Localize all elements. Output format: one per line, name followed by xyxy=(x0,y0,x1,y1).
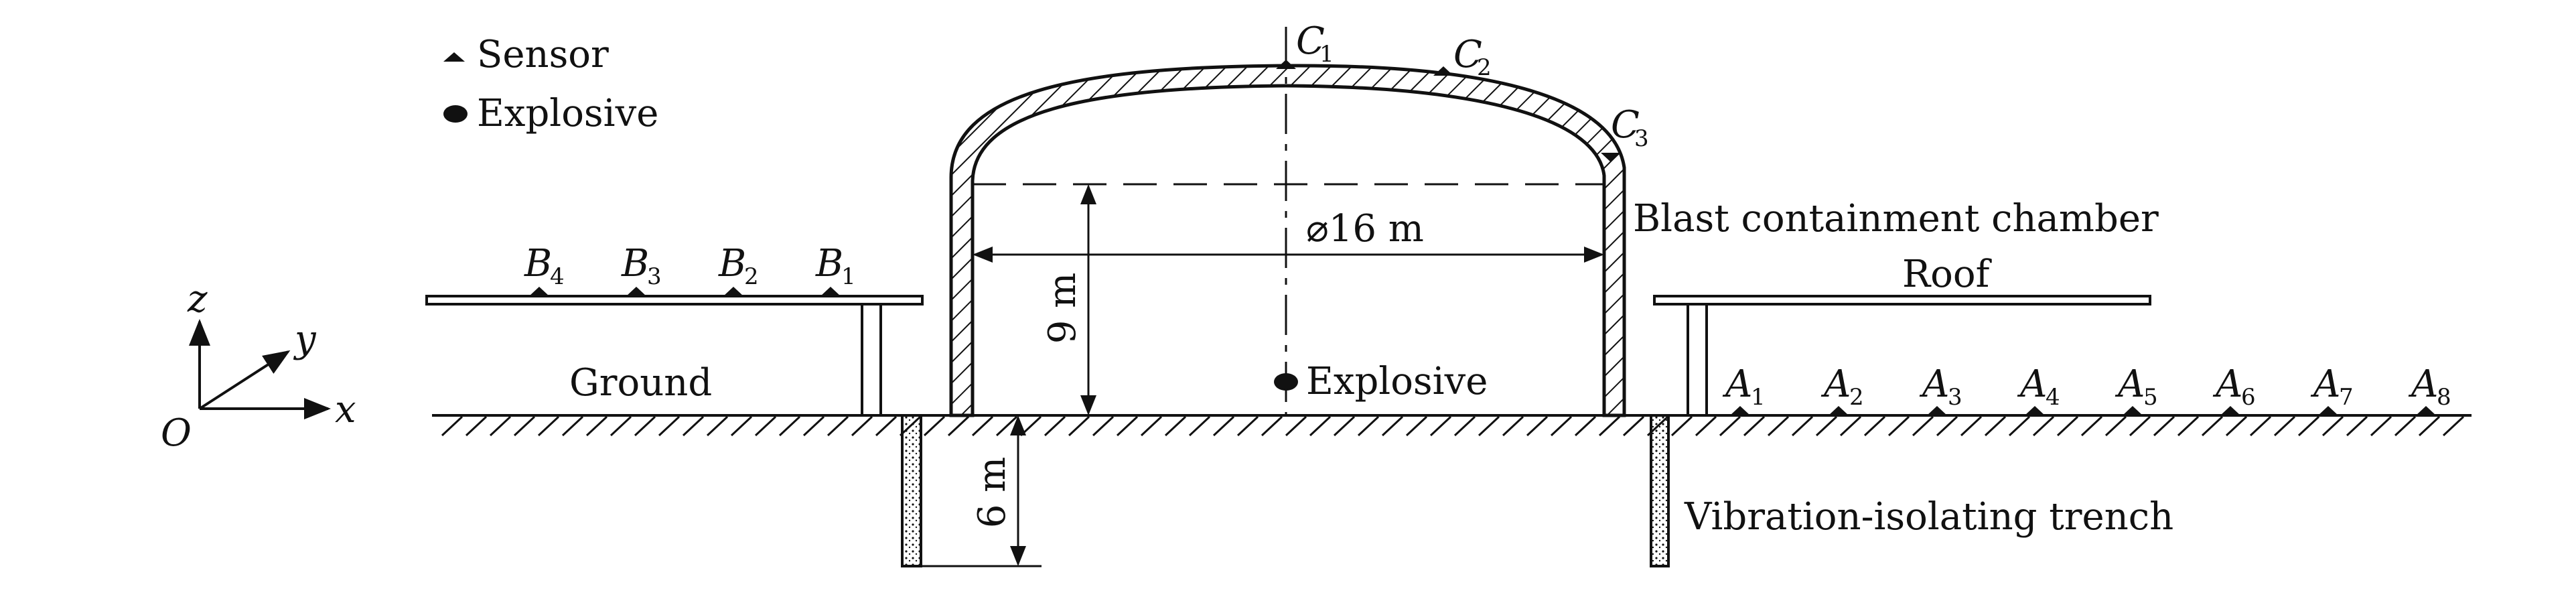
sensor-B3-label-subscript: 3 xyxy=(647,263,662,290)
height-label: 9 m xyxy=(1041,273,1084,344)
sensor-A8-marker xyxy=(2416,406,2436,415)
svg-text:1: 1 xyxy=(1319,41,1334,68)
sensor-A3-label: A xyxy=(1919,362,1949,406)
sensor-B1-label-subscript: 1 xyxy=(841,263,856,290)
label-C3: C 3 xyxy=(1611,103,1649,152)
trench-label: Vibration-isolating trench xyxy=(1684,495,2173,539)
label-C1: C 1 xyxy=(1296,19,1334,68)
sensor-A7-label: A xyxy=(2310,362,2340,406)
sensor-A6-marker xyxy=(2220,406,2240,415)
sensor-A7-marker xyxy=(2318,406,2338,415)
y-axis-label: y xyxy=(293,318,317,361)
coordinate-axes xyxy=(189,319,331,419)
svg-text:C: C xyxy=(1453,33,1482,76)
sensor-B2-label: B xyxy=(718,242,746,285)
sensor-B2-marker xyxy=(723,287,743,296)
roof-label: Roof xyxy=(1902,253,1993,296)
z-axis-label: z xyxy=(187,277,208,321)
sensor-A5-label-subscript: 5 xyxy=(2143,384,2158,411)
depth-label: 6 m xyxy=(971,457,1014,529)
sensor-B3-label: B xyxy=(621,242,649,285)
sensor-A8-label: A xyxy=(2408,362,2438,406)
ground-surface xyxy=(432,414,2472,437)
sensor-C1-marker xyxy=(1276,60,1296,69)
containment-chamber xyxy=(949,64,1626,417)
diameter-label: ⌀16 m xyxy=(1306,207,1424,251)
explosive-charge xyxy=(1274,373,1298,391)
explosive-legend-icon xyxy=(443,105,468,123)
sensor-A1-marker xyxy=(1730,406,1750,415)
sensor-B2-label-subscript: 2 xyxy=(744,263,759,290)
sensor-A3-label-subscript: 3 xyxy=(1948,384,1962,411)
sensor-A3-marker xyxy=(1927,406,1947,415)
ground-label: Ground xyxy=(569,361,712,405)
y-axis xyxy=(198,350,291,410)
origin-label: O xyxy=(161,411,192,455)
legend: Sensor Explosive xyxy=(443,33,658,135)
sensor-A5-marker xyxy=(2123,406,2143,415)
legend-sensor-label: Sensor xyxy=(477,33,609,76)
left-roof xyxy=(425,295,924,417)
sensors-roof-C xyxy=(1276,60,1621,162)
sensor-A2-marker xyxy=(1829,406,1849,415)
sensor-A6-label-subscript: 6 xyxy=(2241,384,2256,411)
svg-text:C: C xyxy=(1296,19,1325,63)
sensor-B4-marker xyxy=(529,287,549,296)
chamber-label: Blast containment chamber xyxy=(1633,197,2159,241)
sensor-A4-marker xyxy=(2025,406,2045,415)
sensor-A4-label-subscript: 4 xyxy=(2046,384,2060,411)
svg-text:2: 2 xyxy=(1477,54,1492,81)
sensor-C2-marker xyxy=(1433,66,1453,76)
trench-left xyxy=(901,414,922,567)
sensor-A8-label-subscript: 8 xyxy=(2437,384,2451,411)
sensor-B1-marker xyxy=(820,287,841,296)
sensor-B4-label: B xyxy=(524,242,552,285)
svg-text:3: 3 xyxy=(1634,125,1649,152)
sensor-A2-label: A xyxy=(1820,362,1851,406)
explosive-label: Explosive xyxy=(1306,360,1488,403)
sensor-C3-marker xyxy=(1601,153,1621,162)
legend-explosive-label: Explosive xyxy=(477,92,658,135)
svg-text:C: C xyxy=(1611,103,1640,147)
label-C2: C 2 xyxy=(1453,33,1492,81)
sensor-A4-label: A xyxy=(2017,362,2047,406)
sensor-A7-label-subscript: 7 xyxy=(2339,384,2354,411)
right-roof xyxy=(1653,295,2151,417)
chamber-shell xyxy=(949,64,1626,417)
sensor-A2-label-subscript: 2 xyxy=(1849,384,1864,411)
sensor-A1-label: A xyxy=(1722,362,1752,406)
dimension-lines xyxy=(901,27,1604,567)
sensor-A5-label: A xyxy=(2115,362,2145,406)
sensor-legend-icon xyxy=(443,52,465,62)
sensor-B4-label-subscript: 4 xyxy=(550,263,565,290)
sensor-B1-label: B xyxy=(815,242,843,285)
sensor-B3-marker xyxy=(626,287,646,296)
sensor-A1-label-subscript: 1 xyxy=(1751,384,1766,411)
x-axis-label: x xyxy=(335,388,356,431)
sensor-A6-label: A xyxy=(2212,362,2242,406)
trench-right xyxy=(1650,414,1670,567)
